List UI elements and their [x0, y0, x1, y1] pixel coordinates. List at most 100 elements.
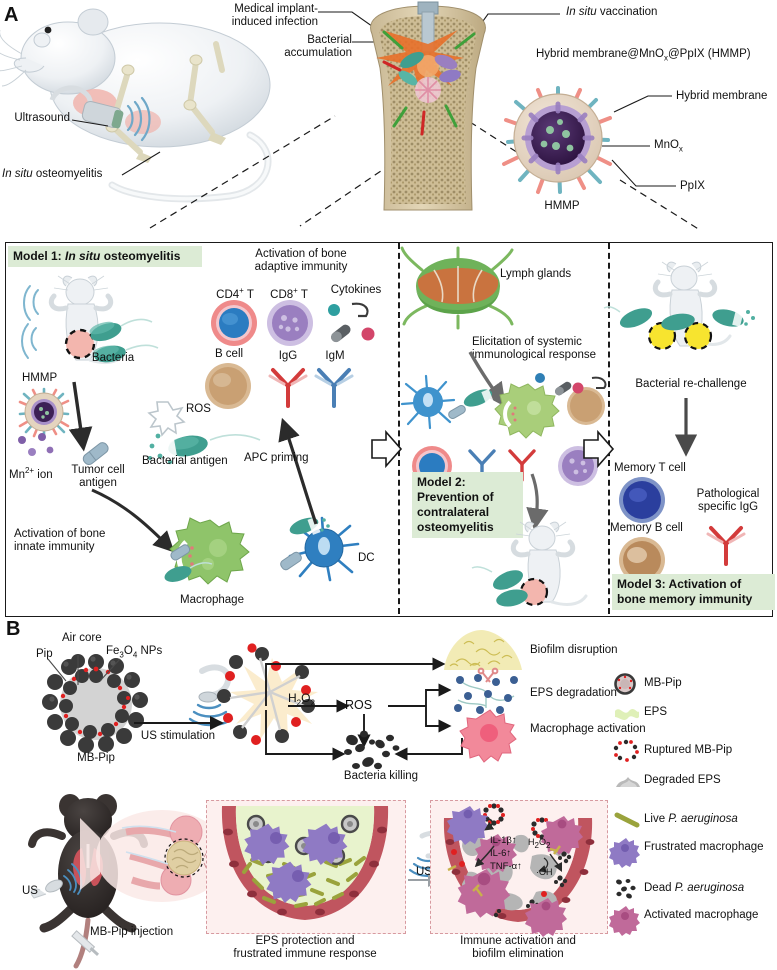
h-text: H	[288, 691, 297, 705]
h2o2-invivo-label: H2O2	[528, 836, 550, 852]
o-sub: 4	[132, 650, 138, 660]
cytokines-label: Cytokines	[330, 284, 382, 296]
osteomyelitis-text: osteomyelitis	[32, 168, 103, 180]
mn-ion-label: Mn2+ ion	[9, 464, 53, 482]
mnox-label: MnOx	[654, 139, 683, 155]
dead-bacteria-icon	[616, 879, 636, 899]
transition-arrow-2	[583, 429, 615, 469]
panel-b-mechanism-arrows	[265, 657, 463, 761]
model1-hmmp-label: HMMP	[22, 372, 58, 384]
b-cell-label: B cell	[214, 348, 244, 360]
b-cell-icon	[205, 363, 251, 409]
air-core-label: Air core	[62, 632, 102, 644]
panel-b-legend: MB-Pip EPS Ruptured MB-Pip Degraded EPS	[609, 673, 774, 936]
us-stimulation-arrow	[134, 716, 224, 730]
lymph-glands-label: Lymph glands	[500, 268, 572, 280]
biofilm-disruption-label: Biofilm disruption	[530, 644, 618, 656]
cd4-label: CD4+ T	[204, 284, 266, 302]
dc-icon	[280, 516, 360, 582]
h2-sub: 2	[534, 840, 539, 850]
hmmp-full-name-label: Hybrid membrane@MnOx@PpIX (HMMP)	[536, 48, 751, 64]
mouse-illustration	[0, 8, 272, 203]
divider-model2-model3	[608, 243, 610, 614]
model1-suffix: osteomyelitis	[100, 249, 181, 263]
cytokines-upregulated-label: IL-1β↑ IL-6↑ TNF-α↑	[490, 835, 522, 872]
igm-icon	[314, 368, 354, 408]
p-aeruginosa-italic-2: P. aeruginosa	[674, 882, 745, 894]
cd8-post: T	[297, 288, 308, 301]
tumor-cell-antigen-label: Tumor cell antigen	[71, 464, 125, 489]
mn-sup: 2+	[24, 466, 35, 475]
mnox-text: MnO	[654, 139, 679, 151]
oh-radical-label: ·OH	[536, 867, 553, 877]
in-situ-vaccination-italic: In situ	[566, 6, 597, 18]
ppix-label: PpIX	[680, 180, 705, 192]
macrophage-activation-label: Macrophage activation	[530, 723, 646, 735]
innate-immunity-arrow	[91, 488, 175, 553]
o2b-text: O	[538, 837, 546, 847]
cd4-text: CD4	[216, 288, 240, 301]
hmmp-label: HMMP	[544, 200, 580, 212]
activated-macrophage-icon	[609, 906, 640, 936]
cd8-label: CD8+ T	[258, 284, 320, 302]
hybrid-membrane-label: Hybrid membrane	[676, 90, 768, 102]
p-aeruginosa-italic-1: P. aeruginosa	[668, 813, 738, 825]
degraded-eps-icon	[616, 777, 640, 787]
cd4-post: T	[243, 288, 254, 301]
hmmp-nanoparticle	[502, 86, 612, 194]
cytokines-icon	[328, 302, 375, 343]
bacteria-killing-label: Bacteria killing	[343, 770, 419, 782]
cd4-sup: +	[239, 286, 244, 295]
igg-label: IgG	[278, 350, 298, 362]
alveoli-zoom-bubble	[80, 810, 228, 902]
legend-label-frustrated-macrophage: Frustrated macrophage	[644, 841, 764, 853]
elicitation-arrow	[468, 351, 506, 408]
elicitation-label: Elicitation of systemic immunological re…	[472, 336, 597, 361]
o2b-sub: 2	[545, 840, 551, 850]
pathological-igg-icon	[706, 526, 746, 566]
ultrasound-label: Ultrasound	[14, 112, 70, 124]
dead-bacteria-debris	[344, 730, 400, 770]
igg-icon	[268, 368, 308, 408]
cd4-t-cell-icon	[211, 300, 257, 346]
model3-mouse-rechallenge	[603, 261, 755, 351]
memory-t-cell-label: Memory T cell	[614, 462, 686, 474]
bacterial-accumulation-label: Bacterial accumulation	[284, 34, 352, 59]
cd8-t-cell-icon	[267, 300, 313, 346]
divider-model1-model2	[398, 243, 400, 614]
adaptive-immunity-title: Activation of bone adaptive immunity	[254, 248, 348, 273]
ros-icon	[147, 401, 186, 437]
lymph-glands-icon	[400, 246, 514, 330]
bacterial-antigen-icon	[148, 433, 261, 465]
fe3o4-label: Fe3O4 NPs	[106, 645, 162, 661]
memory-b-cell-icon	[619, 537, 665, 583]
immune-activation-illustration	[443, 803, 595, 937]
bacteria-label: Bacteria	[91, 352, 135, 364]
mnox-sub: x	[678, 144, 683, 154]
model2-mouse	[471, 521, 588, 607]
panel-b-letter: B	[6, 618, 21, 640]
mb-pip-leader-lines	[47, 655, 121, 685]
bacterial-rechallenge-label: Bacterial re-challenge	[635, 378, 747, 390]
cd8-text: CD8	[270, 288, 294, 301]
in-situ-italic: In situ	[2, 168, 33, 180]
frustrated-macrophage-icon	[609, 838, 640, 868]
us-stimulation-label: US stimulation	[140, 730, 216, 742]
h2-text: H	[528, 837, 535, 847]
us-transition-label: US	[416, 866, 432, 878]
o2-sub: 2	[310, 698, 315, 708]
mb-pip-name-label: MB-Pip	[77, 752, 115, 764]
pathological-igg-label: Pathological specific IgG	[696, 488, 760, 513]
mn-ion-dots	[18, 433, 54, 456]
legend-label-dead-bacteria: Dead P. aeruginosa	[644, 882, 744, 895]
memory-t-cell-icon	[619, 477, 665, 523]
o-text: O	[123, 645, 133, 657]
panel-a-letter: A	[4, 4, 19, 26]
eps-protection-caption: EPS protection and frustrated immune res…	[233, 935, 377, 960]
macrophage-icon	[164, 517, 250, 585]
nps-text: NPs	[137, 645, 163, 657]
o2-text: O	[301, 691, 311, 705]
model1-down-arrow	[68, 381, 93, 452]
mb-pip-particle	[42, 654, 148, 753]
